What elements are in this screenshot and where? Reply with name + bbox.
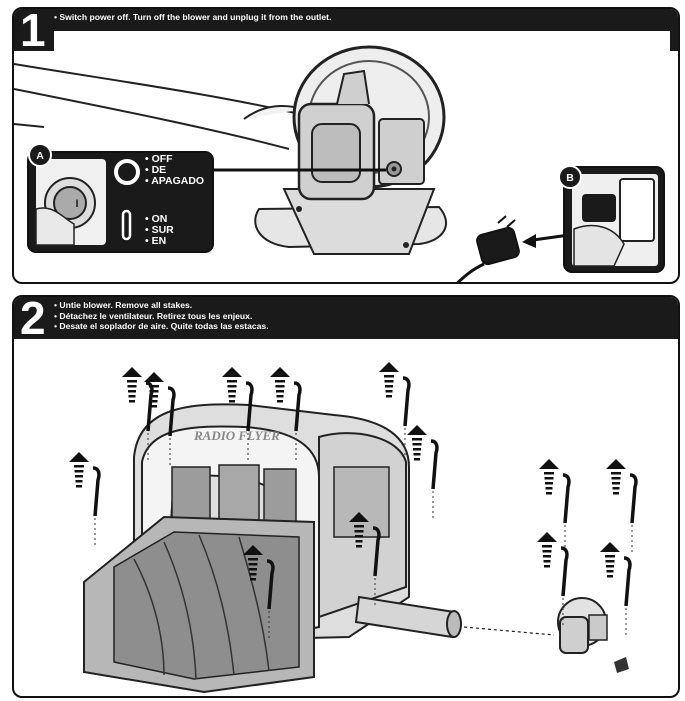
- up-arrow-icon: [600, 542, 620, 552]
- small-blower-illustration: [557, 597, 629, 673]
- stake-1: [69, 452, 101, 548]
- on-label-fr: • SUR: [145, 224, 174, 236]
- wall-outlet-icon: [619, 178, 655, 242]
- stake-5: [270, 367, 302, 463]
- off-symbol-icon: [114, 159, 140, 185]
- stake-icon: [629, 473, 638, 524]
- up-arrow-icon: [222, 367, 242, 377]
- stake-3: [144, 372, 176, 468]
- up-arrow-icon: [144, 372, 164, 382]
- plug-illustration: [456, 215, 520, 282]
- step-2-number: 2: [20, 295, 46, 344]
- step-2-instructions: • Untie blower. Remove all stakes. • Dét…: [54, 300, 269, 332]
- stake-12: [537, 532, 569, 628]
- step-1-number: 1: [20, 7, 46, 56]
- step-2-header: 2 • Untie blower. Remove all stakes. • D…: [14, 297, 678, 343]
- stake-icon: [430, 439, 439, 490]
- up-arrow-icon: [379, 362, 399, 372]
- up-arrow-icon: [122, 367, 142, 377]
- stake-7: [407, 425, 439, 521]
- slide-illustration: [83, 515, 315, 694]
- on-label-es: • EN: [145, 235, 166, 247]
- stake-6: [379, 362, 411, 458]
- up-arrow-icon: [539, 459, 559, 469]
- step-2-panel: 2 • Untie blower. Remove all stakes. • D…: [12, 295, 680, 698]
- step-2-instruction-es: • Desate el soplador de aire. Quite toda…: [54, 321, 269, 331]
- blower-illustration: [254, 45, 448, 255]
- step-1-instruction-en: • Switch power off. Turn off the blower …: [54, 12, 332, 22]
- callout-a-badge: [28, 143, 52, 167]
- up-arrow-icon: [606, 459, 626, 469]
- stake-11: [606, 459, 638, 555]
- callout-b-box: [563, 166, 665, 273]
- stake-13: [600, 542, 632, 638]
- brand-logo-text: RADIO FLYER: [193, 428, 280, 443]
- stake-icon: [560, 546, 569, 597]
- stake-9: [243, 545, 275, 641]
- stake-icon: [623, 556, 632, 607]
- step-2-instruction-fr: • Détachez le ventilateur. Retirez tous …: [54, 310, 253, 321]
- stake-icon: [145, 381, 154, 432]
- callout-a-box: [27, 151, 214, 253]
- up-arrow-icon: [349, 512, 369, 522]
- off-label-fr: • DE: [145, 164, 166, 176]
- up-arrow-icon: [69, 452, 89, 462]
- off-label-es: • APAGADO: [145, 175, 204, 187]
- stake-icon: [92, 466, 101, 517]
- up-arrow-icon: [270, 367, 290, 377]
- step-1-illustration: A I • OFF • DE • APAGADO • ON • SUR • EN…: [14, 45, 665, 282]
- step-1-panel: 1 • Switch power off. Turn off the blowe…: [12, 7, 680, 284]
- up-arrow-icon: [243, 545, 263, 555]
- stake-2: [122, 367, 154, 463]
- callout-b-letter: B: [566, 172, 574, 184]
- stake-icon: [372, 526, 381, 577]
- stake-icon: [245, 381, 254, 432]
- stake-icon: [402, 376, 411, 427]
- stake-icon: [293, 381, 302, 432]
- on-label-en: • ON: [145, 213, 167, 225]
- step-1-header-cutout: [54, 31, 670, 51]
- up-arrow-icon: [537, 532, 557, 542]
- step-1-header: 1 • Switch power off. Turn off the blowe…: [14, 9, 678, 55]
- step-2-instruction-en: • Untie blower. Remove all stakes.: [54, 300, 193, 310]
- stake-4: [222, 367, 254, 463]
- off-label-en: • OFF: [145, 153, 173, 165]
- stake-icon: [562, 473, 571, 524]
- callout-a-letter: A: [36, 150, 44, 162]
- stake-8: [349, 512, 381, 608]
- stake-icon: [266, 559, 275, 610]
- step-2-illustration: RADIO FLYER: [69, 362, 638, 694]
- step-1-instructions: • Switch power off. Turn off the blower …: [54, 12, 331, 23]
- switch-on-glyph: I: [75, 198, 78, 210]
- stake-icon: [167, 386, 176, 437]
- on-symbol-icon: [121, 209, 132, 241]
- inflation-tube-illustration: [354, 595, 462, 639]
- stakes-group: [69, 362, 638, 641]
- callout-b-badge: [558, 165, 582, 189]
- up-arrow-icon: [407, 425, 427, 435]
